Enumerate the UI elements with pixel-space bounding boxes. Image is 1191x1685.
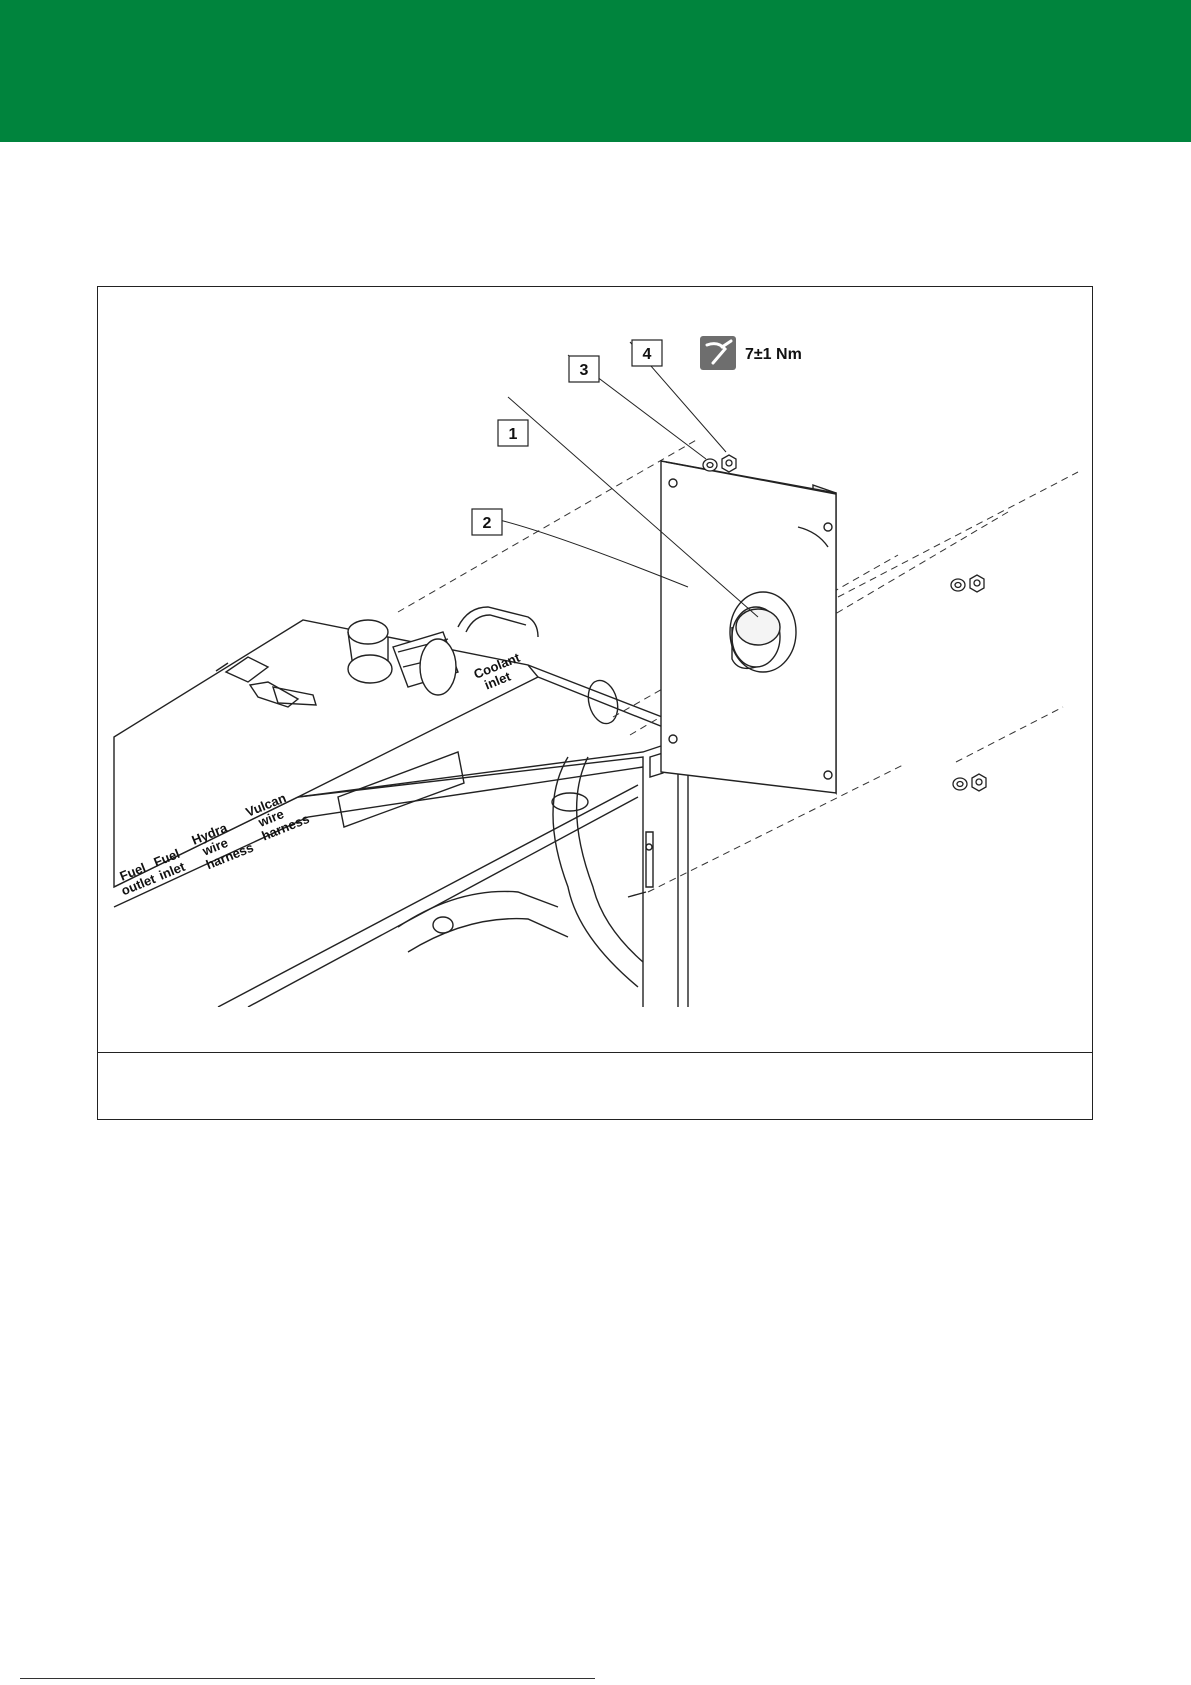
header-band [0,0,1191,142]
figure-caption-row [98,1052,1092,1118]
nut-mid [970,575,984,592]
footer-rule [20,1678,595,1679]
callout-4: 4 [632,340,662,366]
washer-bottom [953,778,967,790]
svg-text:4: 4 [643,346,652,363]
nut-bottom [972,774,986,791]
spigot-fitting [730,592,796,672]
torque-value: 7±1 Nm [745,346,802,363]
nut-top [722,455,736,472]
callout-2: 2 [472,509,502,535]
washer-top [703,459,717,471]
figure-frame: Coolant inlet Fuel outlet Fuel inlet Hyd… [97,286,1093,1120]
torque-spec: 7±1 Nm [700,336,802,370]
callout-3: 3 [569,356,599,382]
exploded-view-diagram: Coolant inlet Fuel outlet Fuel inlet Hyd… [98,287,1091,1050]
callout-1: 1 [498,420,528,446]
washer-mid [951,579,965,591]
torque-wrench-icon [700,336,736,370]
svg-text:2: 2 [483,515,492,532]
svg-text:3: 3 [580,362,589,379]
svg-text:1: 1 [509,426,518,443]
heater-housing [114,607,688,1007]
